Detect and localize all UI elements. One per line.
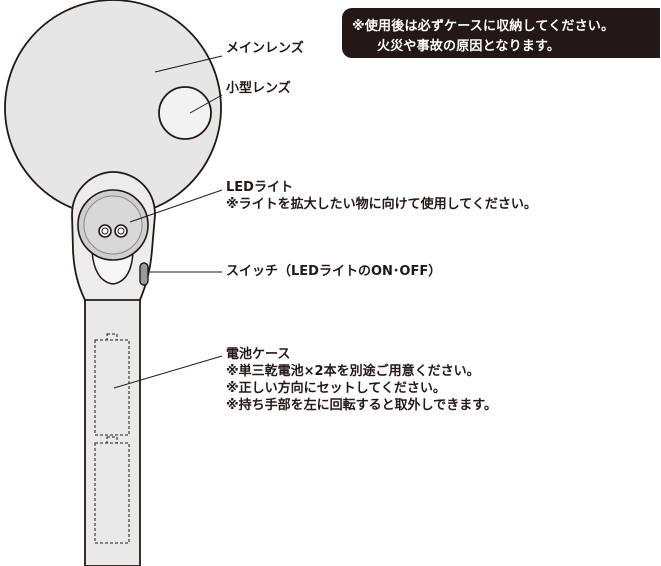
label-main-lens: メインレンズ: [226, 41, 304, 56]
label-battery-note-1: ※単三乾電池×2本を別途ご用意ください。: [226, 364, 480, 379]
label-switch: スイッチ（LEDライトのON･OFF）: [226, 264, 442, 279]
label-small-lens: 小型レンズ: [226, 81, 291, 96]
label-battery-note-2: ※正しい方向にセットしてください。: [226, 381, 446, 396]
led-right: [114, 224, 128, 238]
warning-line-1: ※使用後は必ずケースに収納してください。: [352, 19, 615, 34]
label-battery-case: 電池ケース: [226, 347, 291, 362]
small-lens: [158, 86, 212, 140]
switch[interactable]: [139, 262, 149, 286]
warning-line-2: 火災や事故の原因となります。: [377, 39, 561, 54]
leader-lines: [113, 55, 223, 389]
battery-outline: [94, 333, 130, 544]
label-led-note: ※ライトを拡大したい物に向けて使用してください。: [226, 197, 537, 212]
warning-box: ※使用後は必ずケースに収納してください。 火災や事故の原因となります。: [342, 8, 660, 58]
handle-tube: [84, 292, 141, 566]
led-left: [98, 224, 112, 238]
label-led-light: LEDライト: [226, 180, 293, 195]
label-battery-note-3: ※持ち手部を左に回転すると取外しできます。: [226, 398, 497, 413]
